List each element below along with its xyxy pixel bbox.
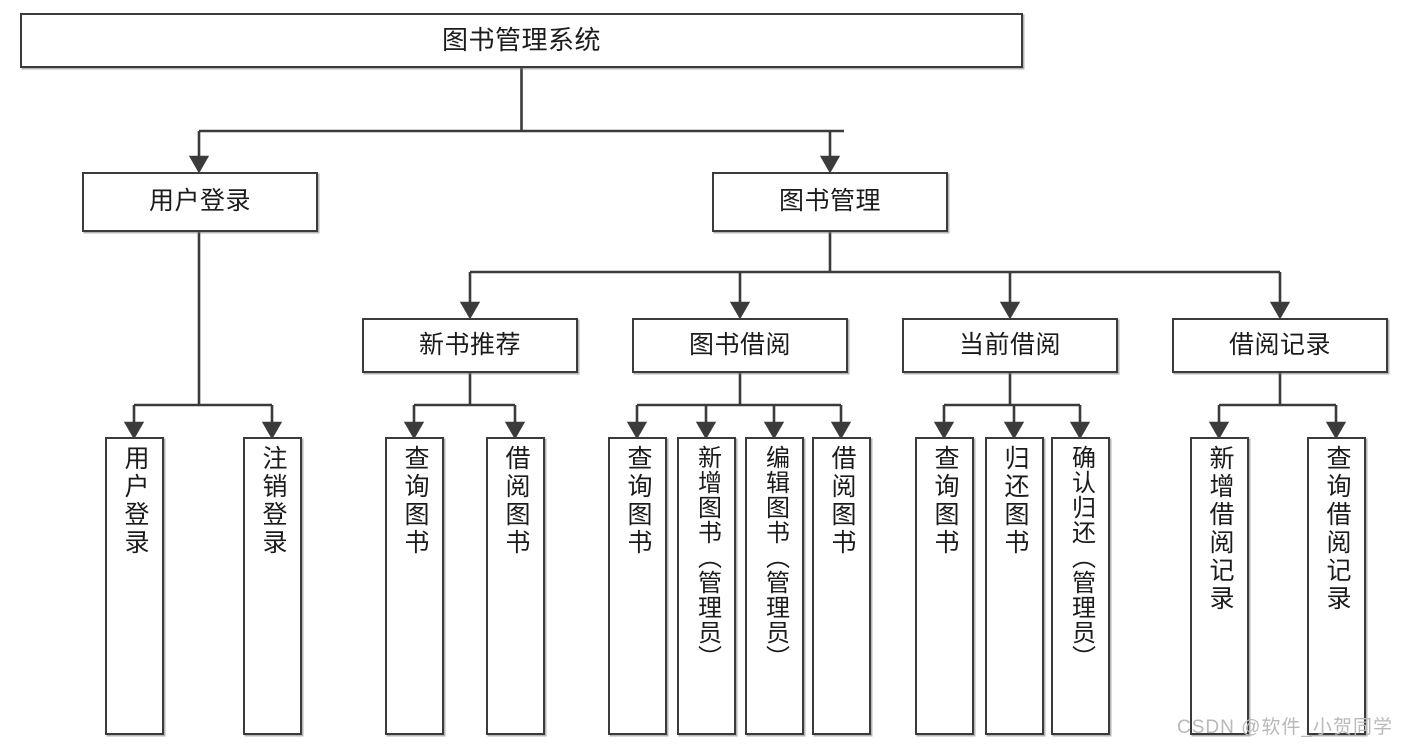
node-leaf-query-book-1[interactable]: 查询图书	[385, 437, 444, 735]
node-root[interactable]: 图书管理系统	[20, 13, 1023, 68]
node-leaf-query-book-2[interactable]: 查询图书	[608, 437, 667, 735]
node-leaf-query-book-3-label: 查询图书	[931, 445, 959, 557]
node-leaf-borrow-book-1[interactable]: 借阅图书	[486, 437, 545, 735]
node-leaf-query-book-2-label: 查询图书	[624, 445, 652, 557]
node-leaf-query-book-3[interactable]: 查询图书	[915, 437, 974, 735]
node-borrow-record-label: 借阅记录	[1228, 330, 1331, 359]
node-leaf-edit-book-label: 编辑图书（管理员）	[761, 445, 789, 670]
node-borrow-record[interactable]: 借阅记录	[1172, 318, 1388, 373]
node-new-book-rec-label: 新书推荐	[418, 330, 521, 359]
node-user-login[interactable]: 用户登录	[82, 172, 318, 232]
node-leaf-add-book-label: 新增图书（管理员）	[693, 445, 721, 670]
node-leaf-query-record[interactable]: 查询借阅记录	[1307, 437, 1366, 735]
node-leaf-query-record-label: 查询借阅记录	[1323, 445, 1351, 613]
node-new-book-rec[interactable]: 新书推荐	[362, 318, 578, 373]
node-leaf-confirm-return-label: 确认归还（管理员）	[1067, 445, 1095, 670]
csdn-watermark: CSDN @软件_小贺同学	[1177, 717, 1393, 738]
node-leaf-add-book[interactable]: 新增图书（管理员）	[677, 437, 736, 735]
node-book-borrow[interactable]: 图书借阅	[632, 318, 848, 373]
node-leaf-user-login[interactable]: 用户登录	[105, 437, 164, 735]
node-leaf-confirm-return[interactable]: 确认归还（管理员）	[1051, 437, 1110, 735]
node-leaf-add-record-label: 新增借阅记录	[1206, 445, 1234, 613]
node-current-borrow-label: 当前借阅	[958, 330, 1061, 359]
node-leaf-user-logout[interactable]: 注销登录	[243, 437, 302, 735]
node-leaf-add-record[interactable]: 新增借阅记录	[1190, 437, 1249, 735]
node-user-login-label: 用户登录	[148, 187, 251, 216]
node-leaf-borrow-book-1-label: 借阅图书	[502, 445, 530, 557]
node-root-label: 图书管理系统	[441, 25, 601, 56]
node-leaf-borrow-book-2[interactable]: 借阅图书	[812, 437, 871, 735]
node-leaf-borrow-book-2-label: 借阅图书	[828, 445, 856, 557]
node-book-manage-label: 图书管理	[778, 187, 881, 216]
node-leaf-return-book-label: 归还图书	[1001, 445, 1029, 557]
node-leaf-user-logout-label: 注销登录	[259, 445, 287, 557]
node-leaf-edit-book[interactable]: 编辑图书（管理员）	[745, 437, 804, 735]
node-leaf-user-login-label: 用户登录	[121, 445, 149, 557]
node-current-borrow[interactable]: 当前借阅	[902, 318, 1118, 373]
node-book-borrow-label: 图书借阅	[688, 330, 791, 359]
node-leaf-query-book-1-label: 查询图书	[401, 445, 429, 557]
node-leaf-return-book[interactable]: 归还图书	[985, 437, 1044, 735]
node-book-manage[interactable]: 图书管理	[712, 172, 948, 232]
